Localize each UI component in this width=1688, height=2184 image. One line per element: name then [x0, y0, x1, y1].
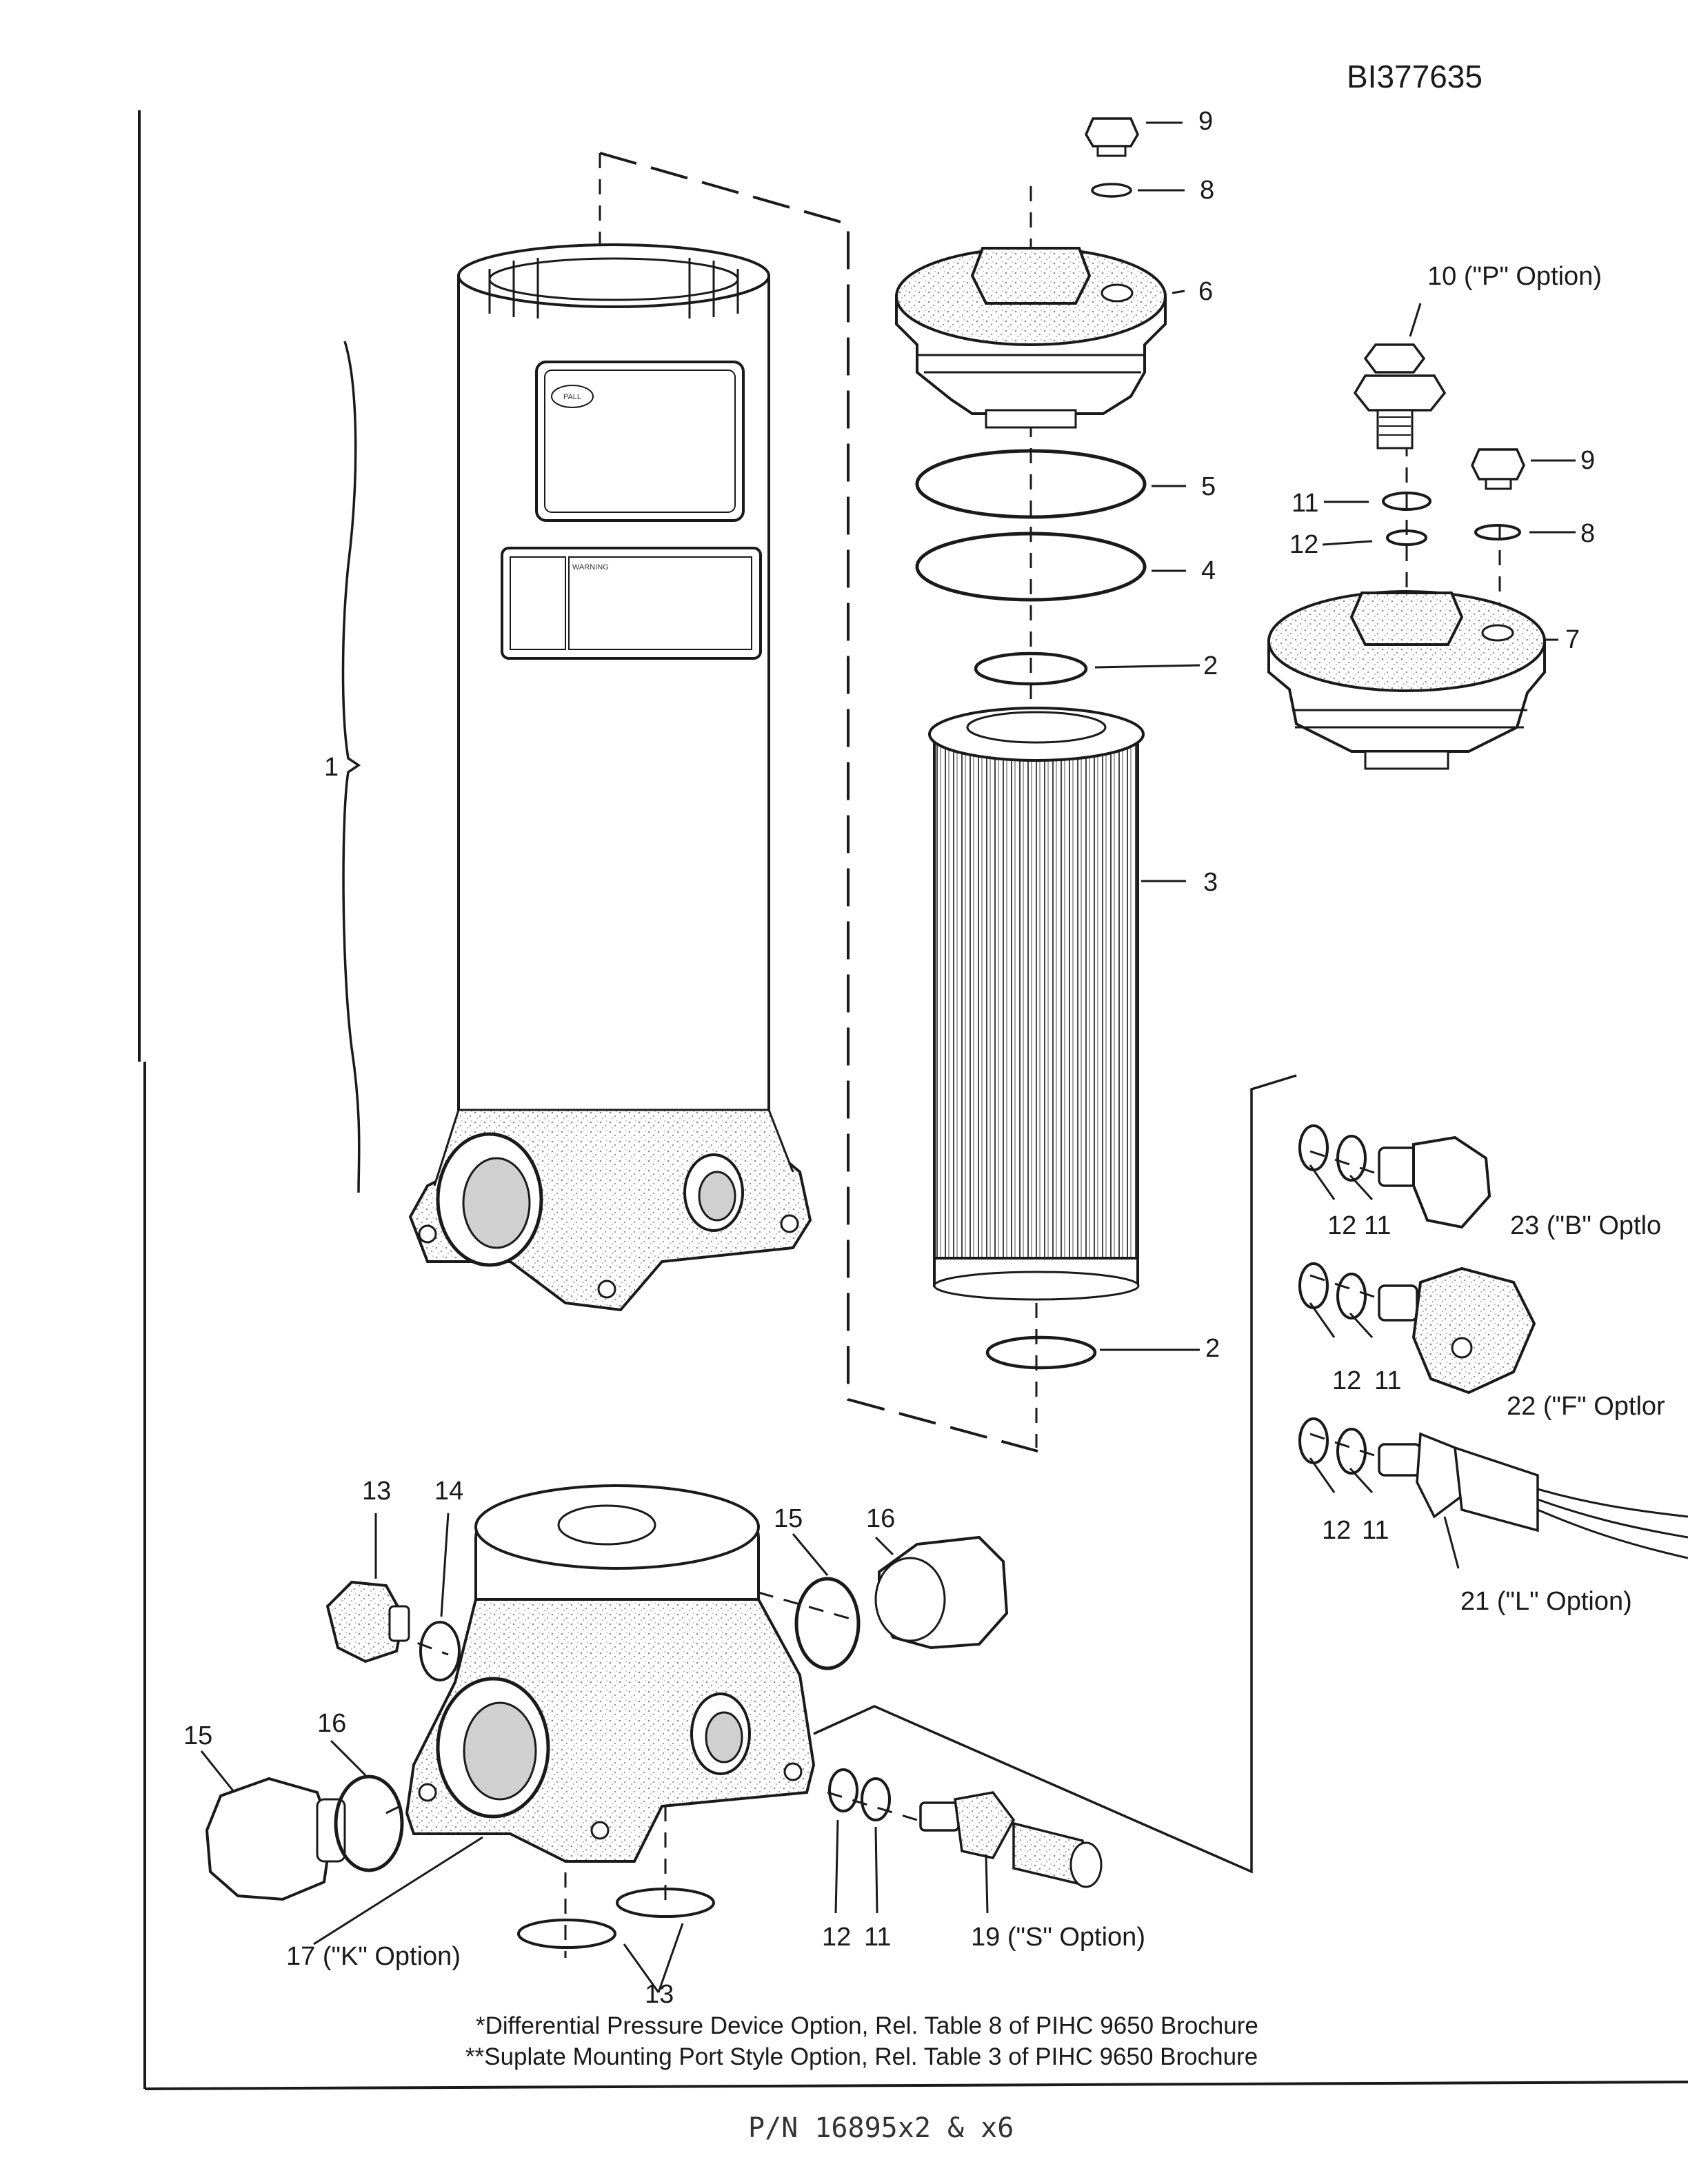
- callout-5: 5: [1201, 472, 1216, 501]
- callout-11-l: 11: [1362, 1516, 1389, 1545]
- assembly-brace: [341, 341, 361, 1193]
- o-ring-13-bottom-a: [517, 1919, 616, 1949]
- o-ring-4: [915, 532, 1147, 602]
- cover-6: [895, 247, 1167, 429]
- plug-15-left: [205, 1777, 346, 1901]
- o-ring-16-left: [334, 1775, 404, 1872]
- callout-4: 4: [1201, 556, 1216, 585]
- callout-13-bottom: 13: [645, 1980, 674, 2009]
- callout-3: 3: [1203, 868, 1218, 897]
- manifold-17: [405, 1484, 816, 1863]
- callout-23-b-option: 23 ("B" Optlo: [1510, 1211, 1661, 1240]
- callout-10-p-option: 10 ("P" Option): [1427, 262, 1602, 291]
- leader-lines: [200, 121, 1576, 1993]
- callout-8-right: 8: [1580, 519, 1595, 548]
- callout-2-bottom: 2: [1205, 1334, 1220, 1363]
- o-ring-12-s: [828, 1768, 858, 1812]
- callout-12-p: 12: [1289, 530, 1318, 559]
- plug-9-right: [1471, 448, 1525, 490]
- indicator-10: [1353, 343, 1447, 449]
- warning-decal: WARNING: [501, 547, 762, 660]
- pall-decal: PALL: [535, 361, 745, 522]
- o-ring-13-bottom-b: [616, 1888, 715, 1918]
- callout-13-top: 13: [362, 1477, 391, 1506]
- callout-11-b: 11: [1364, 1211, 1391, 1240]
- callout-7: 7: [1565, 625, 1580, 654]
- warning-decal-text: WARNING: [572, 563, 609, 572]
- footnote-differential-pressure: *Differential Pressure Device Option, Re…: [476, 2012, 1258, 2039]
- o-ring-5: [915, 449, 1147, 519]
- callout-9-top: 9: [1198, 107, 1213, 136]
- plug-13: [325, 1580, 410, 1664]
- o-ring-11-p: [1382, 492, 1431, 511]
- o-ring-12-p: [1386, 529, 1427, 546]
- o-ring-8-top: [1091, 183, 1132, 198]
- callout-11-f: 11: [1374, 1366, 1401, 1395]
- callout-16-right: 16: [866, 1504, 895, 1533]
- filter-element-3: [928, 707, 1145, 1301]
- plug-23-b-option: [1298, 1124, 1491, 1229]
- pall-logo-text: PALL: [563, 393, 581, 401]
- plug-9-top: [1085, 117, 1139, 157]
- assembly-boundary-dashed: [599, 152, 1038, 1453]
- part-number: P/N 16895x2 & x6: [748, 2112, 1014, 2144]
- callout-11-p: 11: [1292, 489, 1318, 518]
- callout-6: 6: [1198, 277, 1213, 306]
- callout-14: 14: [434, 1477, 463, 1506]
- callout-16-left: 16: [317, 1709, 346, 1738]
- callout-19-s-option: 19 ("S" Option): [971, 1923, 1145, 1952]
- o-ring-2-top: [974, 651, 1088, 686]
- callout-12-s: 12: [822, 1923, 851, 1952]
- plug-16-right: [874, 1535, 1009, 1650]
- callout-1: 1: [324, 753, 339, 782]
- callout-12-f: 12: [1332, 1366, 1361, 1395]
- o-ring-14: [419, 1621, 461, 1681]
- o-ring-2-bottom: [985, 1335, 1097, 1370]
- callout-2-top: 2: [1203, 651, 1218, 680]
- callout-8-top: 8: [1200, 176, 1214, 205]
- switch-19-s-option: [919, 1791, 1103, 1888]
- callout-21-l-option: 21 ("L" Option): [1460, 1587, 1632, 1616]
- o-ring-15-right: [794, 1577, 861, 1670]
- cover-7: [1267, 590, 1546, 770]
- callout-22-f-option: 22 ("F" Optlor: [1507, 1392, 1665, 1421]
- callout-11-s: 11: [864, 1923, 891, 1952]
- callout-15-left: 15: [183, 1721, 212, 1750]
- o-ring-11-s: [861, 1777, 891, 1821]
- callout-12-l: 12: [1322, 1516, 1351, 1545]
- drawer-outline-leaders: [813, 1074, 1297, 1874]
- document-id: BI377635: [1347, 59, 1483, 94]
- switch-21-l-option: [1298, 1417, 1688, 1559]
- callout-17-k-option: 17 ("K" Option): [286, 1942, 461, 1971]
- footnote-subplate-port-style: **Suplate Mounting Port Style Option, Re…: [465, 2043, 1258, 2070]
- callout-12-b: 12: [1327, 1211, 1356, 1240]
- callout-9-right: 9: [1580, 446, 1595, 475]
- callout-15-right: 15: [774, 1504, 803, 1533]
- o-ring-8-right: [1474, 524, 1521, 540]
- page-frame: [138, 110, 1688, 2090]
